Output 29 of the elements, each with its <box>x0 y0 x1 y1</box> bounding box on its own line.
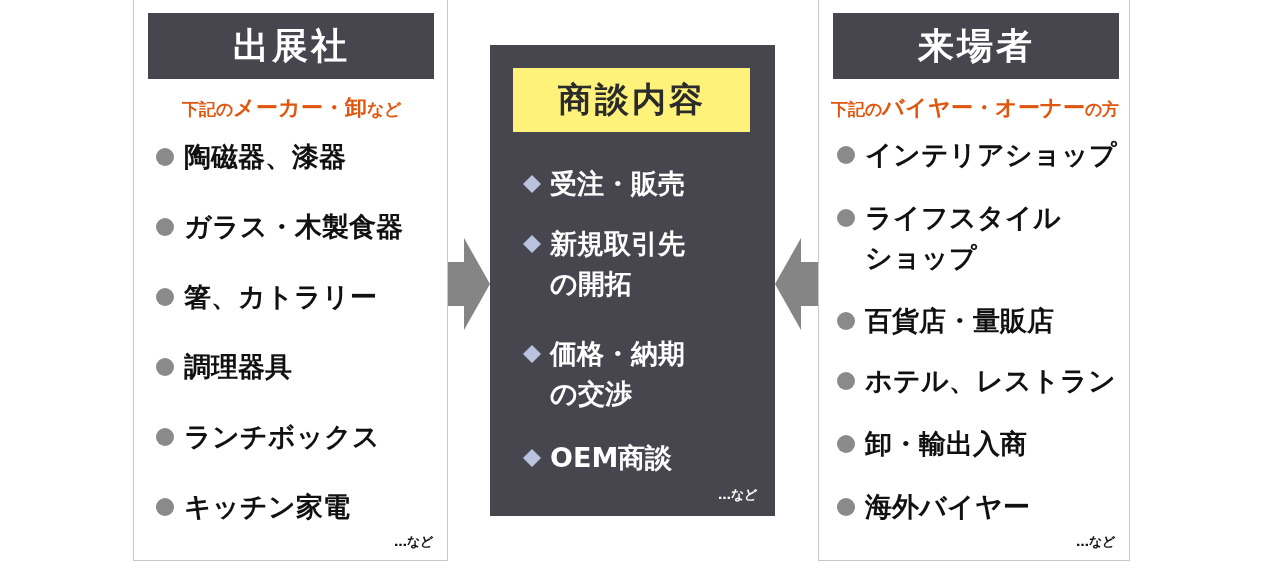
item-text: 箸、カトラリー <box>184 280 377 314</box>
visitor-panel <box>818 0 1130 561</box>
item-text: 調理器具 <box>184 350 292 384</box>
item-text: キッチン家電 <box>184 490 350 524</box>
heading-banner: 来場者 <box>833 13 1119 79</box>
item-text: ガラス・木製食器 <box>184 210 403 244</box>
item-text: OEM商談 <box>550 441 674 475</box>
exhibitor-panel <box>133 0 448 561</box>
item-text: 卸・輸出入商 <box>865 427 1027 461</box>
item-text: ライフスタイルショップ <box>865 201 1062 275</box>
topics-panel <box>490 45 775 516</box>
item-text: 価格・納期の交渉 <box>550 337 686 411</box>
etc-note: …など <box>718 486 757 504</box>
block-arrow <box>775 238 818 330</box>
etc-note: …など <box>1076 533 1115 551</box>
item-text: 陶磁器、漆器 <box>184 140 346 174</box>
heading-banner: 商談内容 <box>513 68 750 132</box>
block-arrow <box>448 238 490 330</box>
item-text: ホテル、レストラン <box>865 364 1116 398</box>
subtitle: 下記のメーカー・卸など <box>181 94 402 122</box>
subtitle: 下記のバイヤー・オーナーの方 <box>830 94 1120 122</box>
item-text: 受注・販売 <box>550 167 686 201</box>
heading-banner: 出展社 <box>148 13 434 79</box>
item-text: 新規取引先の開拓 <box>550 227 686 301</box>
item-text: ランチボックス <box>184 420 380 454</box>
etc-note: …など <box>394 533 433 551</box>
item-text: 海外バイヤー <box>865 490 1030 524</box>
item-text: インテリアショップ <box>865 138 1117 172</box>
item-text: 百貨店・量販店 <box>865 304 1054 338</box>
